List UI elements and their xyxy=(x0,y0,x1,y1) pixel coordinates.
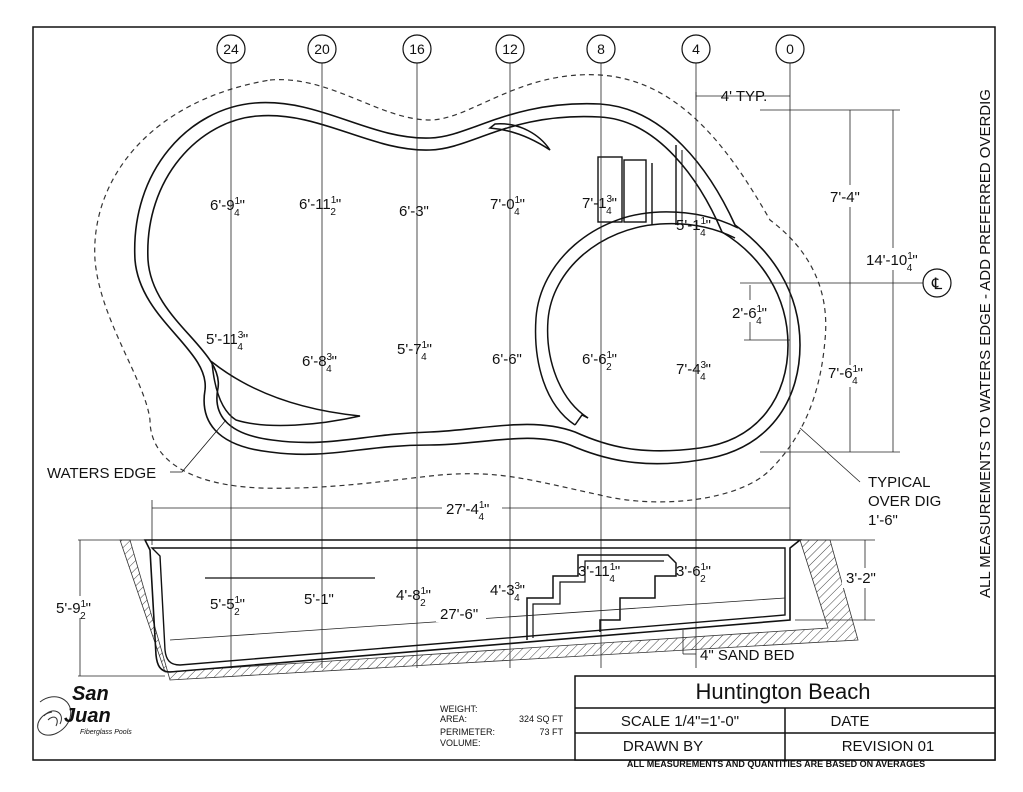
spa-bench-inner xyxy=(534,211,739,426)
typ-label: 4' TYP. xyxy=(721,88,768,105)
overdig-label-2: OVER DIG xyxy=(868,493,941,510)
column-label: 16 xyxy=(409,41,425,57)
section-length: 27'-6" xyxy=(440,606,478,623)
column-label: 0 xyxy=(786,41,794,57)
centerline-symbol: ℄ xyxy=(931,276,943,293)
column-label: 12 xyxy=(502,41,518,57)
plan-view xyxy=(94,74,827,503)
width-dim-7-4: 7'-4" xyxy=(830,189,860,206)
column-label: 24 xyxy=(223,41,239,57)
waters-edge-label: WATERS EDGE xyxy=(47,465,156,482)
overdig-outline xyxy=(94,74,827,503)
spec-label: PERIMETER: xyxy=(440,727,495,737)
spa-bench-outer xyxy=(546,222,736,419)
drawing-border xyxy=(32,26,996,761)
drawn-by-label: DRAWN BY xyxy=(623,738,703,755)
spec-value: 73 FT xyxy=(539,727,563,737)
sun-ledge xyxy=(211,360,361,427)
specs-block: WEIGHT: AREA: PERIMETER: VOLUME: 324 SQ … xyxy=(440,704,564,748)
logo-text-2: Juan xyxy=(64,705,111,727)
pool-model-title: Huntington Beach xyxy=(696,679,871,704)
san-juan-logo: San Juan Fiberglass Pools xyxy=(37,683,132,736)
column-marker: 12 xyxy=(495,34,525,668)
logo-tagline: Fiberglass Pools xyxy=(80,729,132,736)
plan-dim: 6'-6" xyxy=(492,351,522,368)
column-marker: 0 xyxy=(775,34,805,540)
column-marker: 20 xyxy=(307,34,337,668)
spec-value: 324 SQ FT xyxy=(519,714,564,724)
revision-label: REVISION 01 xyxy=(842,738,935,755)
column-markers: 24 20 16 12 8 4 0 xyxy=(216,34,805,668)
typical-spacing-dim: 4' TYP. xyxy=(695,88,790,105)
shallow-height: 3'-2" xyxy=(846,570,876,587)
spa-bench-cap xyxy=(574,414,589,426)
spec-label: WEIGHT: xyxy=(440,704,478,714)
side-note: ALL MEASUREMENTS TO WATERS EDGE - ADD PR… xyxy=(977,89,994,598)
column-marker: 4 xyxy=(681,34,711,668)
section-dim: 5'-1" xyxy=(304,591,334,608)
step-box-1 xyxy=(597,156,623,223)
column-label: 20 xyxy=(314,41,330,57)
spec-label: AREA: xyxy=(440,714,467,724)
logo-text-1: San xyxy=(72,683,109,705)
date-label: DATE xyxy=(831,713,870,730)
scale-label: SCALE 1/4"=1'-0" xyxy=(621,713,739,730)
shell-outer xyxy=(143,539,803,673)
overdig-label-3: 1'-6" xyxy=(868,512,898,529)
sand-bed-label: 4" SAND BED xyxy=(700,647,795,664)
section-steps-inner xyxy=(532,560,664,638)
column-marker: 24 xyxy=(216,34,246,668)
column-marker: 16 xyxy=(402,34,432,668)
column-marker: 8 xyxy=(586,34,616,668)
section-steps xyxy=(526,554,677,640)
spec-label: VOLUME: xyxy=(440,738,481,748)
entry-sweep xyxy=(488,123,551,151)
pool-outer-edge xyxy=(134,101,801,465)
overdig-label-1: TYPICAL xyxy=(868,474,931,491)
footer-note: ALL MEASUREMENTS AND QUANTITIES ARE BASE… xyxy=(627,759,925,769)
column-label: 8 xyxy=(597,41,605,57)
title-block: Huntington Beach SCALE 1/4"=1'-0" DATE D… xyxy=(574,675,996,769)
pool-waters-edge xyxy=(147,114,789,452)
column-label: 4 xyxy=(692,41,700,57)
step-box-2 xyxy=(623,159,647,223)
shell-inner xyxy=(150,547,786,666)
callouts: WATERS EDGE TYPICAL OVER DIG 1'-6" xyxy=(47,419,941,529)
plan-dim: 6'-3" xyxy=(399,203,429,220)
